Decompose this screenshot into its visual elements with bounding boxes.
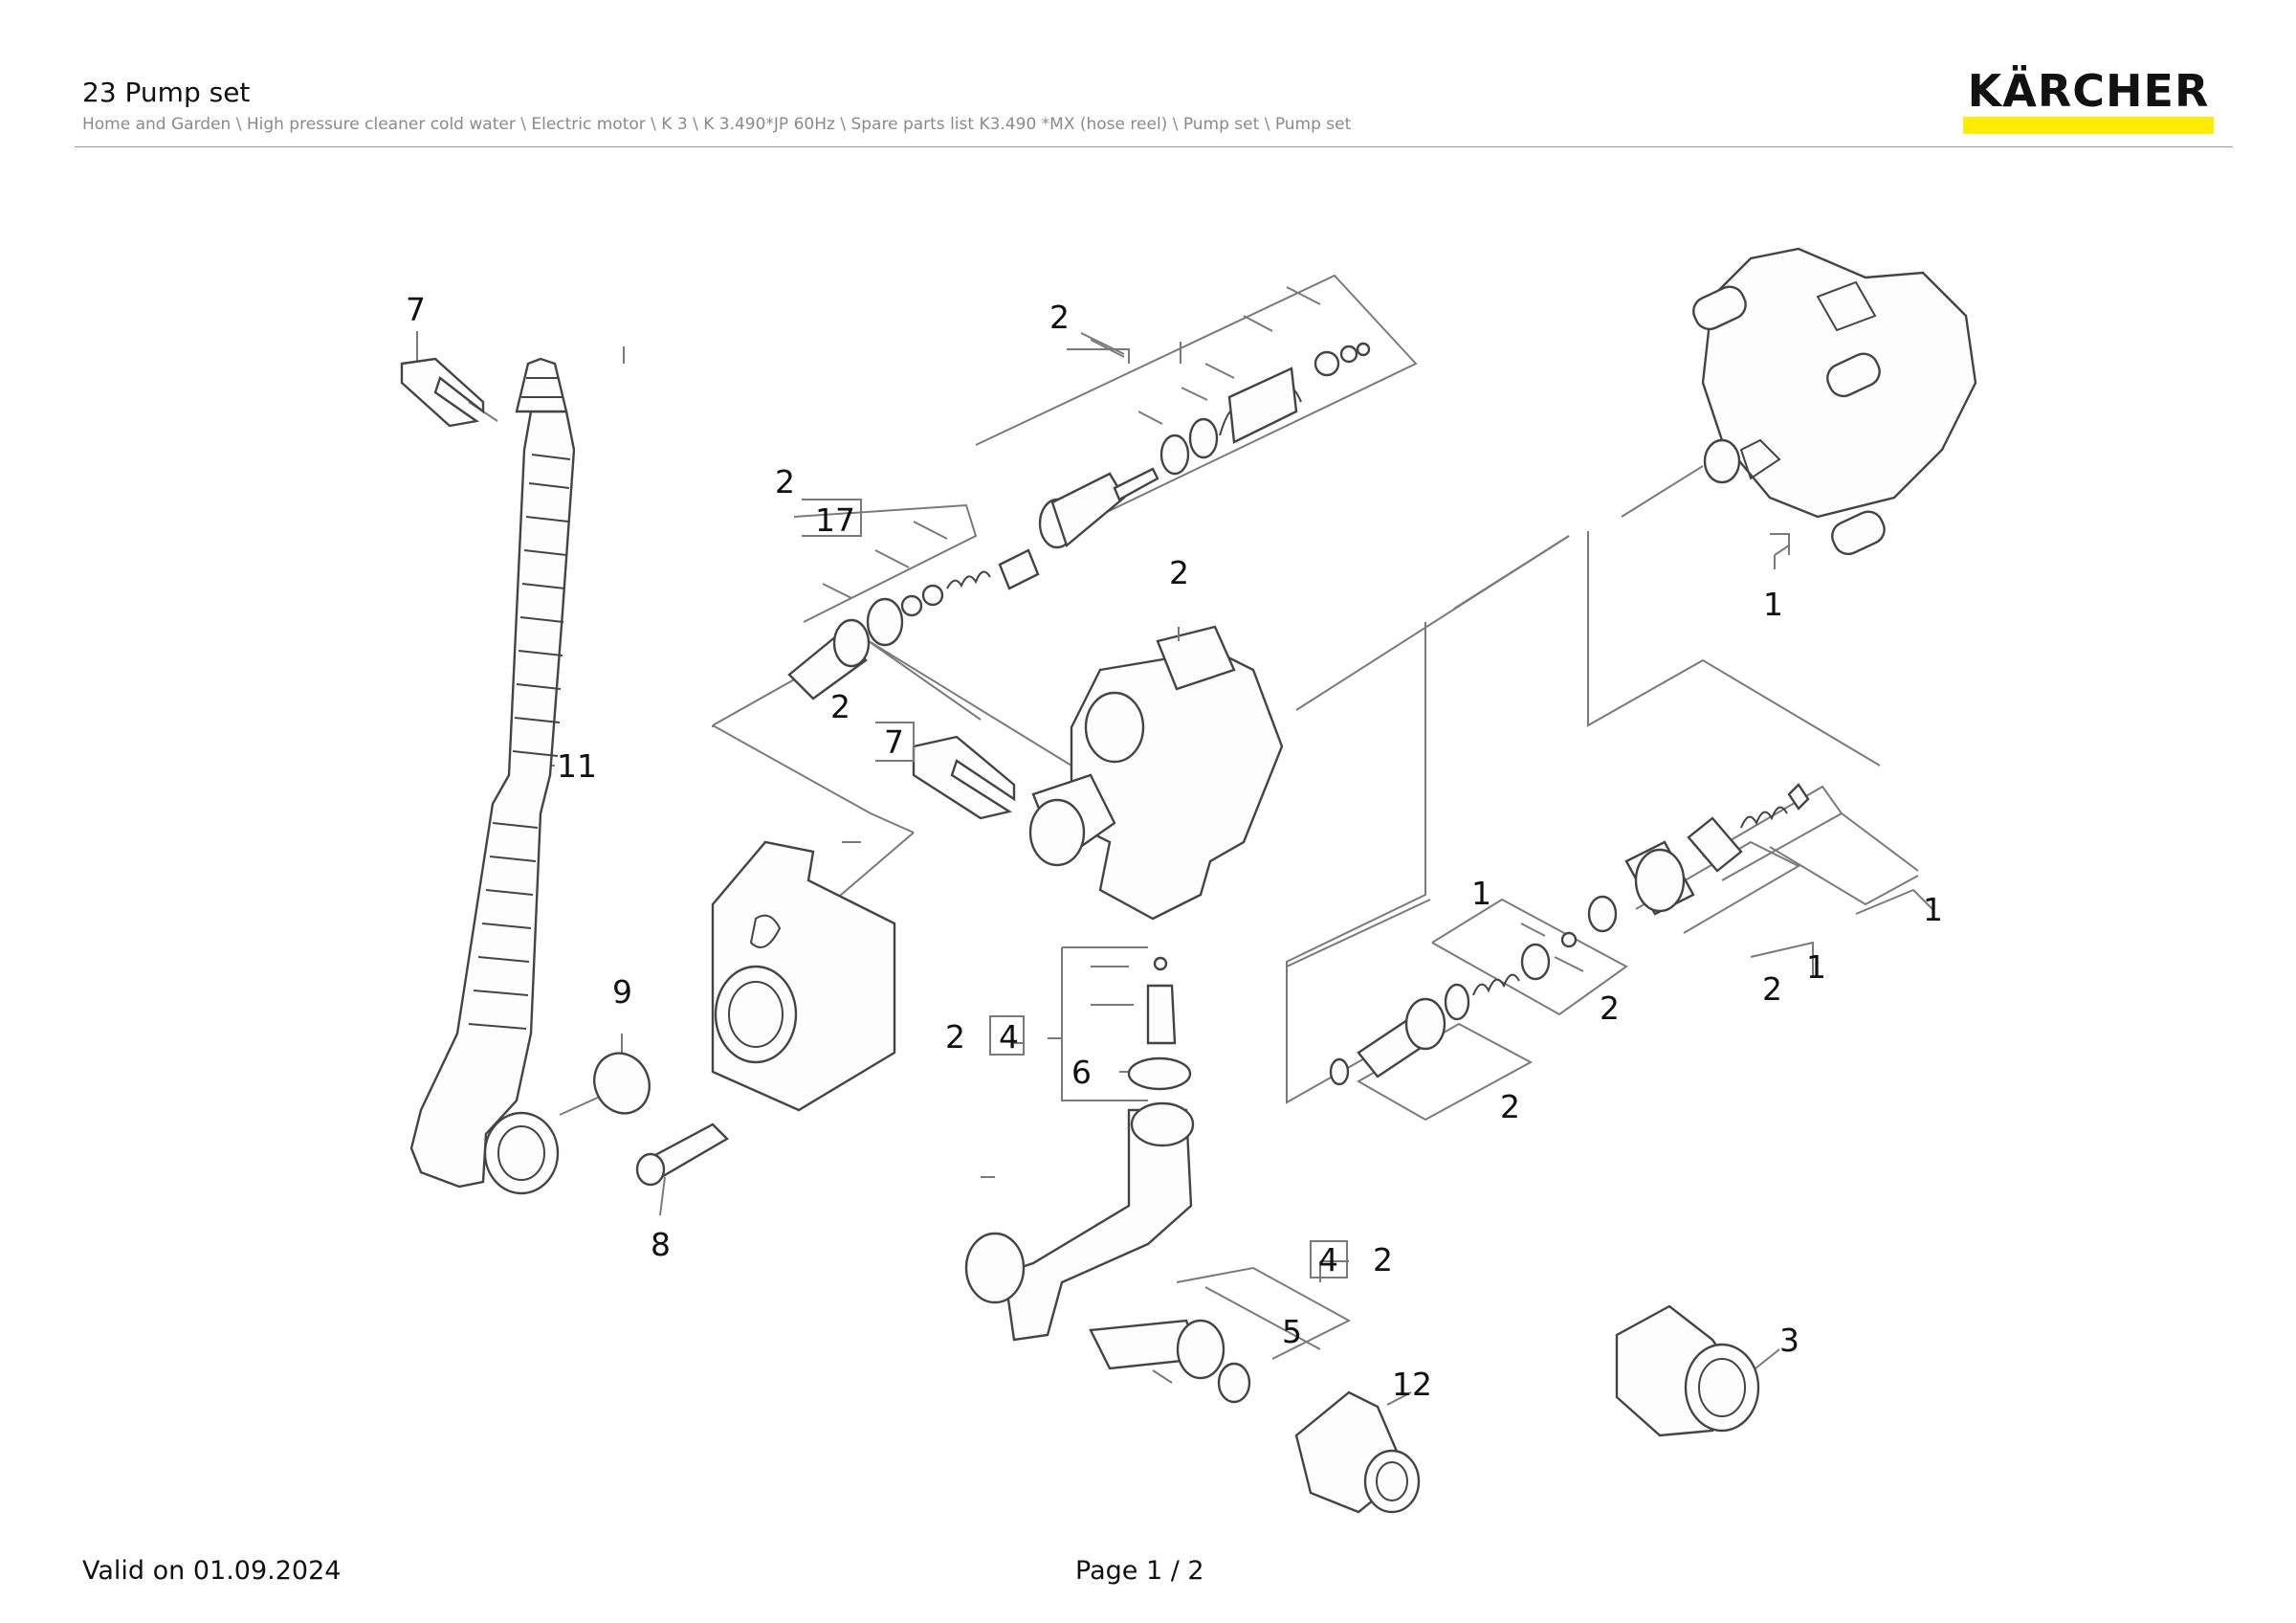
callout-8: 8 [651, 1226, 671, 1263]
callout-2-valve-right: 2 [1762, 970, 1782, 1008]
karcher-logo: KÄRCHER [1963, 65, 2214, 136]
callout-1-valve-right: 1 [1806, 948, 1826, 986]
callout-3: 3 [1779, 1322, 1799, 1359]
o-ring-9 [593, 1052, 651, 1115]
check-valve-left [1329, 931, 1578, 1086]
breadcrumb[interactable]: Home and Garden \ High pressure cleaner … [82, 115, 1352, 134]
pump-flange [711, 840, 896, 1112]
callout-9: 9 [612, 973, 632, 1011]
callout-2-center: 2 [1169, 554, 1189, 591]
valve-housing [1028, 625, 1284, 921]
label-boxes [802, 499, 1790, 1278]
callout-2-valve-bottom: 2 [1500, 1088, 1520, 1125]
callout-labels: 7 2 2 17 2 2 7 1 11 9 8 2 4 6 1 2 2 1 2 … [406, 291, 1943, 1403]
page-number: Page 1 / 2 [1075, 1556, 1204, 1586]
screw-8 [635, 1123, 729, 1187]
page-header: 23 Pump set Home and Garden \ High press… [82, 77, 2225, 147]
callout-6: 6 [1071, 1054, 1092, 1091]
callout-1-far-right: 1 [1923, 891, 1943, 928]
retaining-clip-top [400, 357, 485, 428]
logo-yellow-bar [1963, 117, 2214, 134]
hose-connector-12 [1294, 1390, 1421, 1514]
callout-5: 5 [1282, 1313, 1302, 1350]
logo-text: KÄRCHER [1967, 65, 2210, 117]
page-title: 23 Pump set [82, 77, 251, 108]
pump-head [1692, 247, 1977, 556]
valve-spring-set [1038, 342, 1371, 549]
callout-1-valve-left: 1 [1471, 875, 1491, 912]
callout-17: 17 [815, 501, 855, 539]
check-valve-right [1587, 783, 1810, 933]
callout-4-injector: 4 [999, 1018, 1019, 1056]
callout-7-top: 7 [406, 291, 426, 328]
callout-2-top: 2 [1049, 299, 1070, 336]
callout-2-pipe: 2 [1373, 1241, 1393, 1278]
callout-2-injector: 2 [945, 1018, 965, 1056]
callout-2-valve-left: 2 [1600, 989, 1620, 1027]
validity-date: Valid on 01.09.2024 [82, 1556, 342, 1586]
high-pressure-hose [409, 357, 576, 1195]
coupling-3 [1615, 1304, 1760, 1437]
injector-parts [1127, 956, 1192, 1091]
callout-2-clip: 2 [830, 688, 850, 725]
callout-7-center: 7 [884, 723, 904, 761]
callout-11: 11 [557, 747, 597, 785]
suction-pipe [964, 1101, 1251, 1404]
callout-4-pipe: 4 [1318, 1241, 1338, 1278]
header-divider [75, 146, 2233, 147]
callout-1-pump-head: 1 [1763, 586, 1783, 623]
small-valve-set [787, 548, 1040, 700]
retaining-clip-center [912, 735, 1016, 820]
callout-12: 12 [1392, 1366, 1432, 1403]
callout-2-left: 2 [775, 463, 795, 500]
